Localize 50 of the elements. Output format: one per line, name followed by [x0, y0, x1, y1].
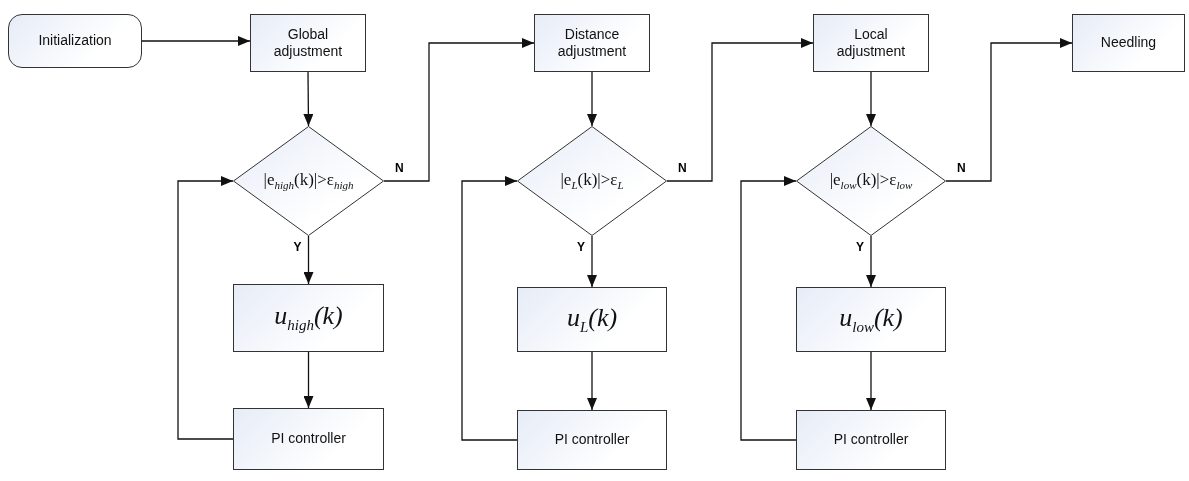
process-box — [1072, 14, 1185, 72]
arrow — [303, 351, 314, 409]
edge-label: N — [956, 161, 967, 175]
arrow — [303, 71, 314, 127]
control-formula: u$_{low}$(k) — [839, 302, 903, 337]
arrow — [587, 71, 597, 127]
process-box — [796, 410, 946, 470]
arrow — [303, 235, 314, 285]
process-box — [250, 14, 366, 72]
arrow — [587, 351, 597, 411]
process-box — [534, 14, 650, 72]
box-label: PI controller — [832, 431, 910, 449]
box-label: PI controller — [553, 431, 631, 449]
arrow — [141, 36, 251, 46]
edge-label: Y — [576, 240, 586, 254]
condition-formula: |e$_{L}$(k)|>ε$_{L}$ — [560, 170, 624, 192]
edge-label: N — [677, 161, 688, 175]
process-box — [517, 287, 667, 352]
box-label: Needling — [1099, 34, 1158, 52]
arrow — [383, 38, 535, 182]
arrow — [461, 176, 518, 441]
arrow — [587, 235, 597, 288]
arrow — [866, 351, 876, 411]
control-formula: u$_{L}$(k) — [566, 302, 618, 337]
process-box — [517, 410, 667, 470]
arrow — [945, 38, 1073, 182]
process-box — [796, 287, 946, 352]
decision-diamond — [233, 126, 384, 236]
arrow — [866, 235, 876, 288]
arrow — [177, 176, 234, 440]
box-label: Distance adjustment — [556, 25, 628, 61]
control-formula: u$_{high}$(k) — [274, 301, 343, 335]
condition-formula: |e$_{low}$(k)|>ε$_{low}$ — [829, 170, 913, 192]
condition-formula: |e$_{high}$(k)|>ε$_{high}$ — [263, 170, 354, 192]
start-box — [8, 14, 142, 68]
box-label: Local adjustment — [835, 25, 907, 61]
decision-diamond — [796, 126, 946, 236]
edge-label: N — [394, 161, 405, 175]
arrow — [666, 38, 814, 182]
box-label: PI controller — [270, 430, 347, 448]
process-box — [813, 14, 929, 72]
arrow — [740, 176, 797, 441]
process-box — [233, 408, 384, 470]
box-label: Initialization — [37, 32, 113, 50]
process-box — [233, 284, 384, 352]
decision-diamond — [517, 126, 667, 236]
edge-label: Y — [855, 240, 865, 254]
edge-label: Y — [292, 240, 303, 254]
arrow — [866, 71, 876, 127]
box-label: Global adjustment — [272, 25, 344, 61]
